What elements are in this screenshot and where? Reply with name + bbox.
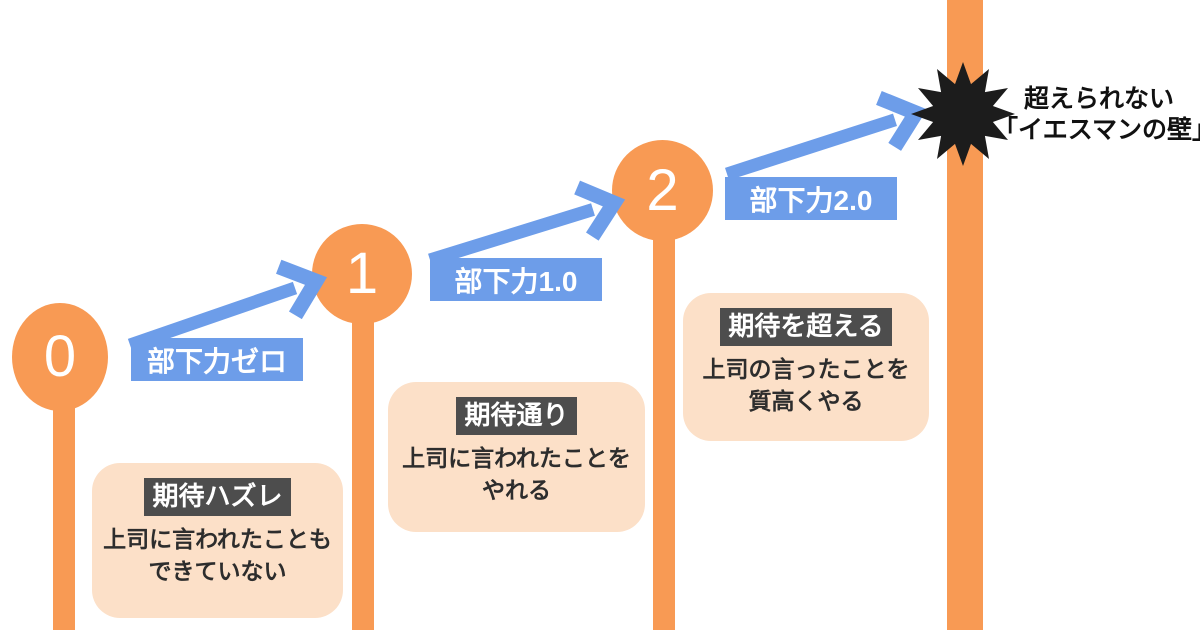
card-line-1: 上司の言ったことを (702, 355, 910, 382)
card-title: 期待を超える (720, 308, 892, 346)
card-line-1: 上司に言われたことも (103, 525, 332, 552)
step-pole-0 (53, 398, 75, 630)
growth-arrow-icon-1 (428, 180, 626, 267)
step-circle-1: 1 (312, 224, 412, 324)
wall-caption-line-1: 超えられない (1023, 85, 1174, 113)
card-description: 上司に言われたことも できていない (103, 523, 332, 587)
card-title: 期待ハズレ (144, 478, 291, 516)
expectation-card-1: 期待通り 上司に言われたことを やれる (388, 382, 645, 532)
step-circle-0: 0 (12, 303, 108, 411)
card-line-2: やれる (481, 476, 551, 503)
card-description: 上司の言ったことを 質高くやる (703, 353, 910, 417)
card-line-2: 質高くやる (748, 387, 864, 414)
step-pole-2 (653, 233, 675, 630)
skill-label-1: 部下力1.0 (430, 258, 602, 301)
step-circle-2: 2 (612, 140, 713, 241)
expectation-card-0: 期待ハズレ 上司に言われたことも できていない (92, 463, 343, 618)
expectation-card-2: 期待を超える 上司の言ったことを 質高くやる (683, 293, 929, 441)
card-line-1: 上司に言われたことを (402, 444, 631, 471)
step-number: 2 (646, 157, 679, 223)
wall-caption: 超えられない 「イエスマンの壁」 (993, 84, 1200, 147)
step-number: 0 (43, 324, 77, 389)
card-title: 期待通り (456, 397, 577, 435)
growth-arrow-icon-2 (725, 90, 928, 181)
skill-label-0: 部下力ゼロ (131, 338, 303, 381)
skill-label-2: 部下力2.0 (725, 177, 897, 220)
growth-arrow-icon-0 (127, 259, 328, 352)
card-line-2: できていない (148, 557, 287, 584)
card-description: 上司に言われたことを やれる (402, 442, 631, 506)
yesman-wall-bar (947, 0, 983, 630)
wall-caption-line-2: 「イエスマンの壁」 (993, 116, 1200, 145)
step-pole-1 (352, 315, 374, 630)
step-number: 1 (345, 241, 379, 306)
